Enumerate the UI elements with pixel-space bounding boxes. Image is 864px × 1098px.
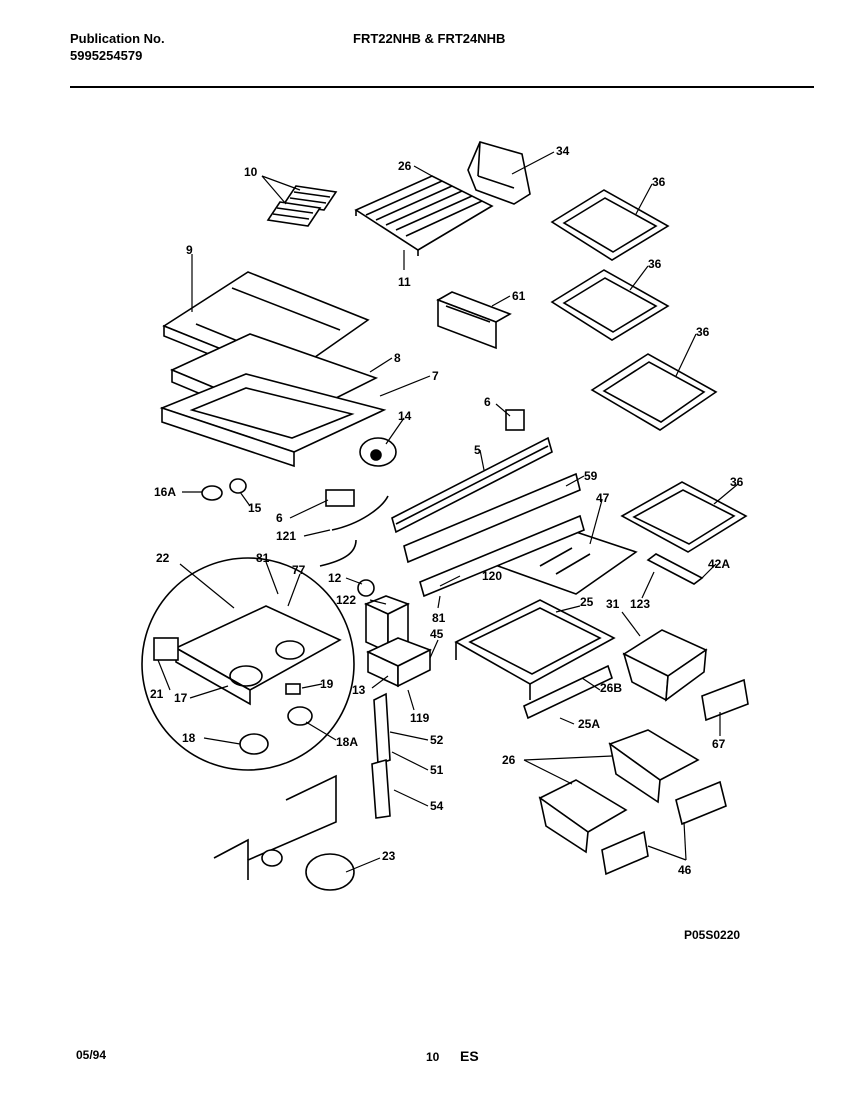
- callout-label: 18A: [336, 735, 358, 749]
- pan-cover-part: [601, 780, 727, 876]
- callout-label: 6: [276, 511, 283, 525]
- shelf-bracket-part: [436, 291, 512, 350]
- callout-label: 36: [648, 257, 662, 271]
- glass-shelf-part: [550, 189, 670, 261]
- callout-label: 36: [696, 325, 710, 339]
- switch-part: [357, 579, 375, 597]
- glass-shelf-part: [590, 353, 718, 431]
- callout-label: 11: [398, 275, 411, 289]
- callout-label: 51: [430, 763, 444, 777]
- page-number: 10: [426, 1050, 440, 1064]
- callout-label: 119: [410, 711, 430, 725]
- callout-label: 12: [328, 571, 342, 585]
- callout-label: 26: [502, 753, 516, 767]
- pan-cover-part: [701, 678, 749, 722]
- footer-date: 05/94: [76, 1048, 107, 1062]
- callout-label: 122: [336, 593, 356, 607]
- callout-label: 17: [174, 691, 188, 705]
- callout-label: 25A: [578, 717, 600, 731]
- vent-grille-part: [266, 185, 338, 227]
- callout-label: 10: [244, 165, 258, 179]
- callout-label: 45: [430, 627, 444, 641]
- callout-label: 31: [606, 597, 620, 611]
- callout-label: 123: [630, 597, 650, 611]
- callout-label: 67: [712, 737, 726, 751]
- clip-part: [325, 409, 525, 507]
- callout-label: 5: [474, 443, 481, 457]
- publication-number: 5995254579: [70, 48, 143, 63]
- callout-label: 120: [482, 569, 502, 583]
- callout-label: 47: [596, 491, 610, 505]
- callout-label: 36: [730, 475, 744, 489]
- callout-label: 34: [556, 144, 570, 158]
- callout-label: 15: [248, 501, 262, 515]
- callout-label: 42A: [708, 557, 730, 571]
- crisper-frame-part: [454, 599, 616, 700]
- callout-label: 7: [432, 369, 439, 383]
- rail-part: [391, 436, 553, 534]
- door-bin-part: [467, 141, 531, 205]
- glass-shelf-part: [620, 481, 748, 553]
- wire-shelf-part: [354, 175, 494, 256]
- callout-label: 16A: [154, 485, 176, 499]
- model-numbers: FRT22NHB & FRT24NHB: [353, 31, 506, 46]
- rail-part: [419, 514, 585, 598]
- callout-label: 8: [394, 351, 401, 365]
- callout-label: 13: [352, 683, 366, 697]
- section-code: ES: [460, 1048, 479, 1064]
- publication-label: Publication No.: [70, 31, 165, 46]
- callout-label: 18: [182, 731, 196, 745]
- tube-part: [319, 495, 389, 567]
- door-pan-part: [538, 729, 700, 854]
- callout-label: 81: [432, 611, 446, 625]
- figure-code: P05S0220: [684, 928, 741, 942]
- detail-inset: [141, 557, 355, 771]
- rail-part: [523, 664, 613, 720]
- callout-label: 9: [186, 243, 193, 257]
- callout-label: 61: [512, 289, 526, 303]
- duct-part: [371, 692, 391, 819]
- control-knob-part: [359, 437, 397, 467]
- callout-label: 77: [292, 563, 306, 577]
- callout-label: 25: [580, 595, 594, 609]
- callout-labels: 10 26 34 36 36 36 36 9 11 61 8 7 6 14 5 …: [150, 144, 744, 877]
- callout-label: 23: [382, 849, 396, 863]
- callout-label: 26B: [600, 681, 622, 695]
- callout-label: 26: [398, 159, 412, 173]
- callout-label: 46: [678, 863, 692, 877]
- damper-assembly-part: [363, 595, 432, 688]
- callout-label: 59: [584, 469, 598, 483]
- divider-panel-part: [159, 373, 387, 468]
- crisper-pan-part: [622, 629, 708, 702]
- callout-label: 121: [276, 529, 296, 543]
- callout-label: 14: [398, 409, 412, 423]
- fitting-part: [201, 478, 247, 501]
- rail-part: [646, 553, 704, 585]
- callout-label: 21: [150, 687, 164, 701]
- callout-label: 52: [430, 733, 444, 747]
- header-rule: [70, 86, 814, 88]
- callout-label: 81: [256, 551, 270, 565]
- callout-label: 19: [320, 677, 334, 691]
- callout-label: 54: [430, 799, 444, 813]
- cabinet-corner-part: [213, 774, 355, 891]
- rail-part: [403, 472, 581, 564]
- callout-label: 36: [652, 175, 666, 189]
- callout-label: 6: [484, 395, 491, 409]
- glass-shelf-part: [550, 269, 670, 341]
- callout-label: 22: [156, 551, 170, 565]
